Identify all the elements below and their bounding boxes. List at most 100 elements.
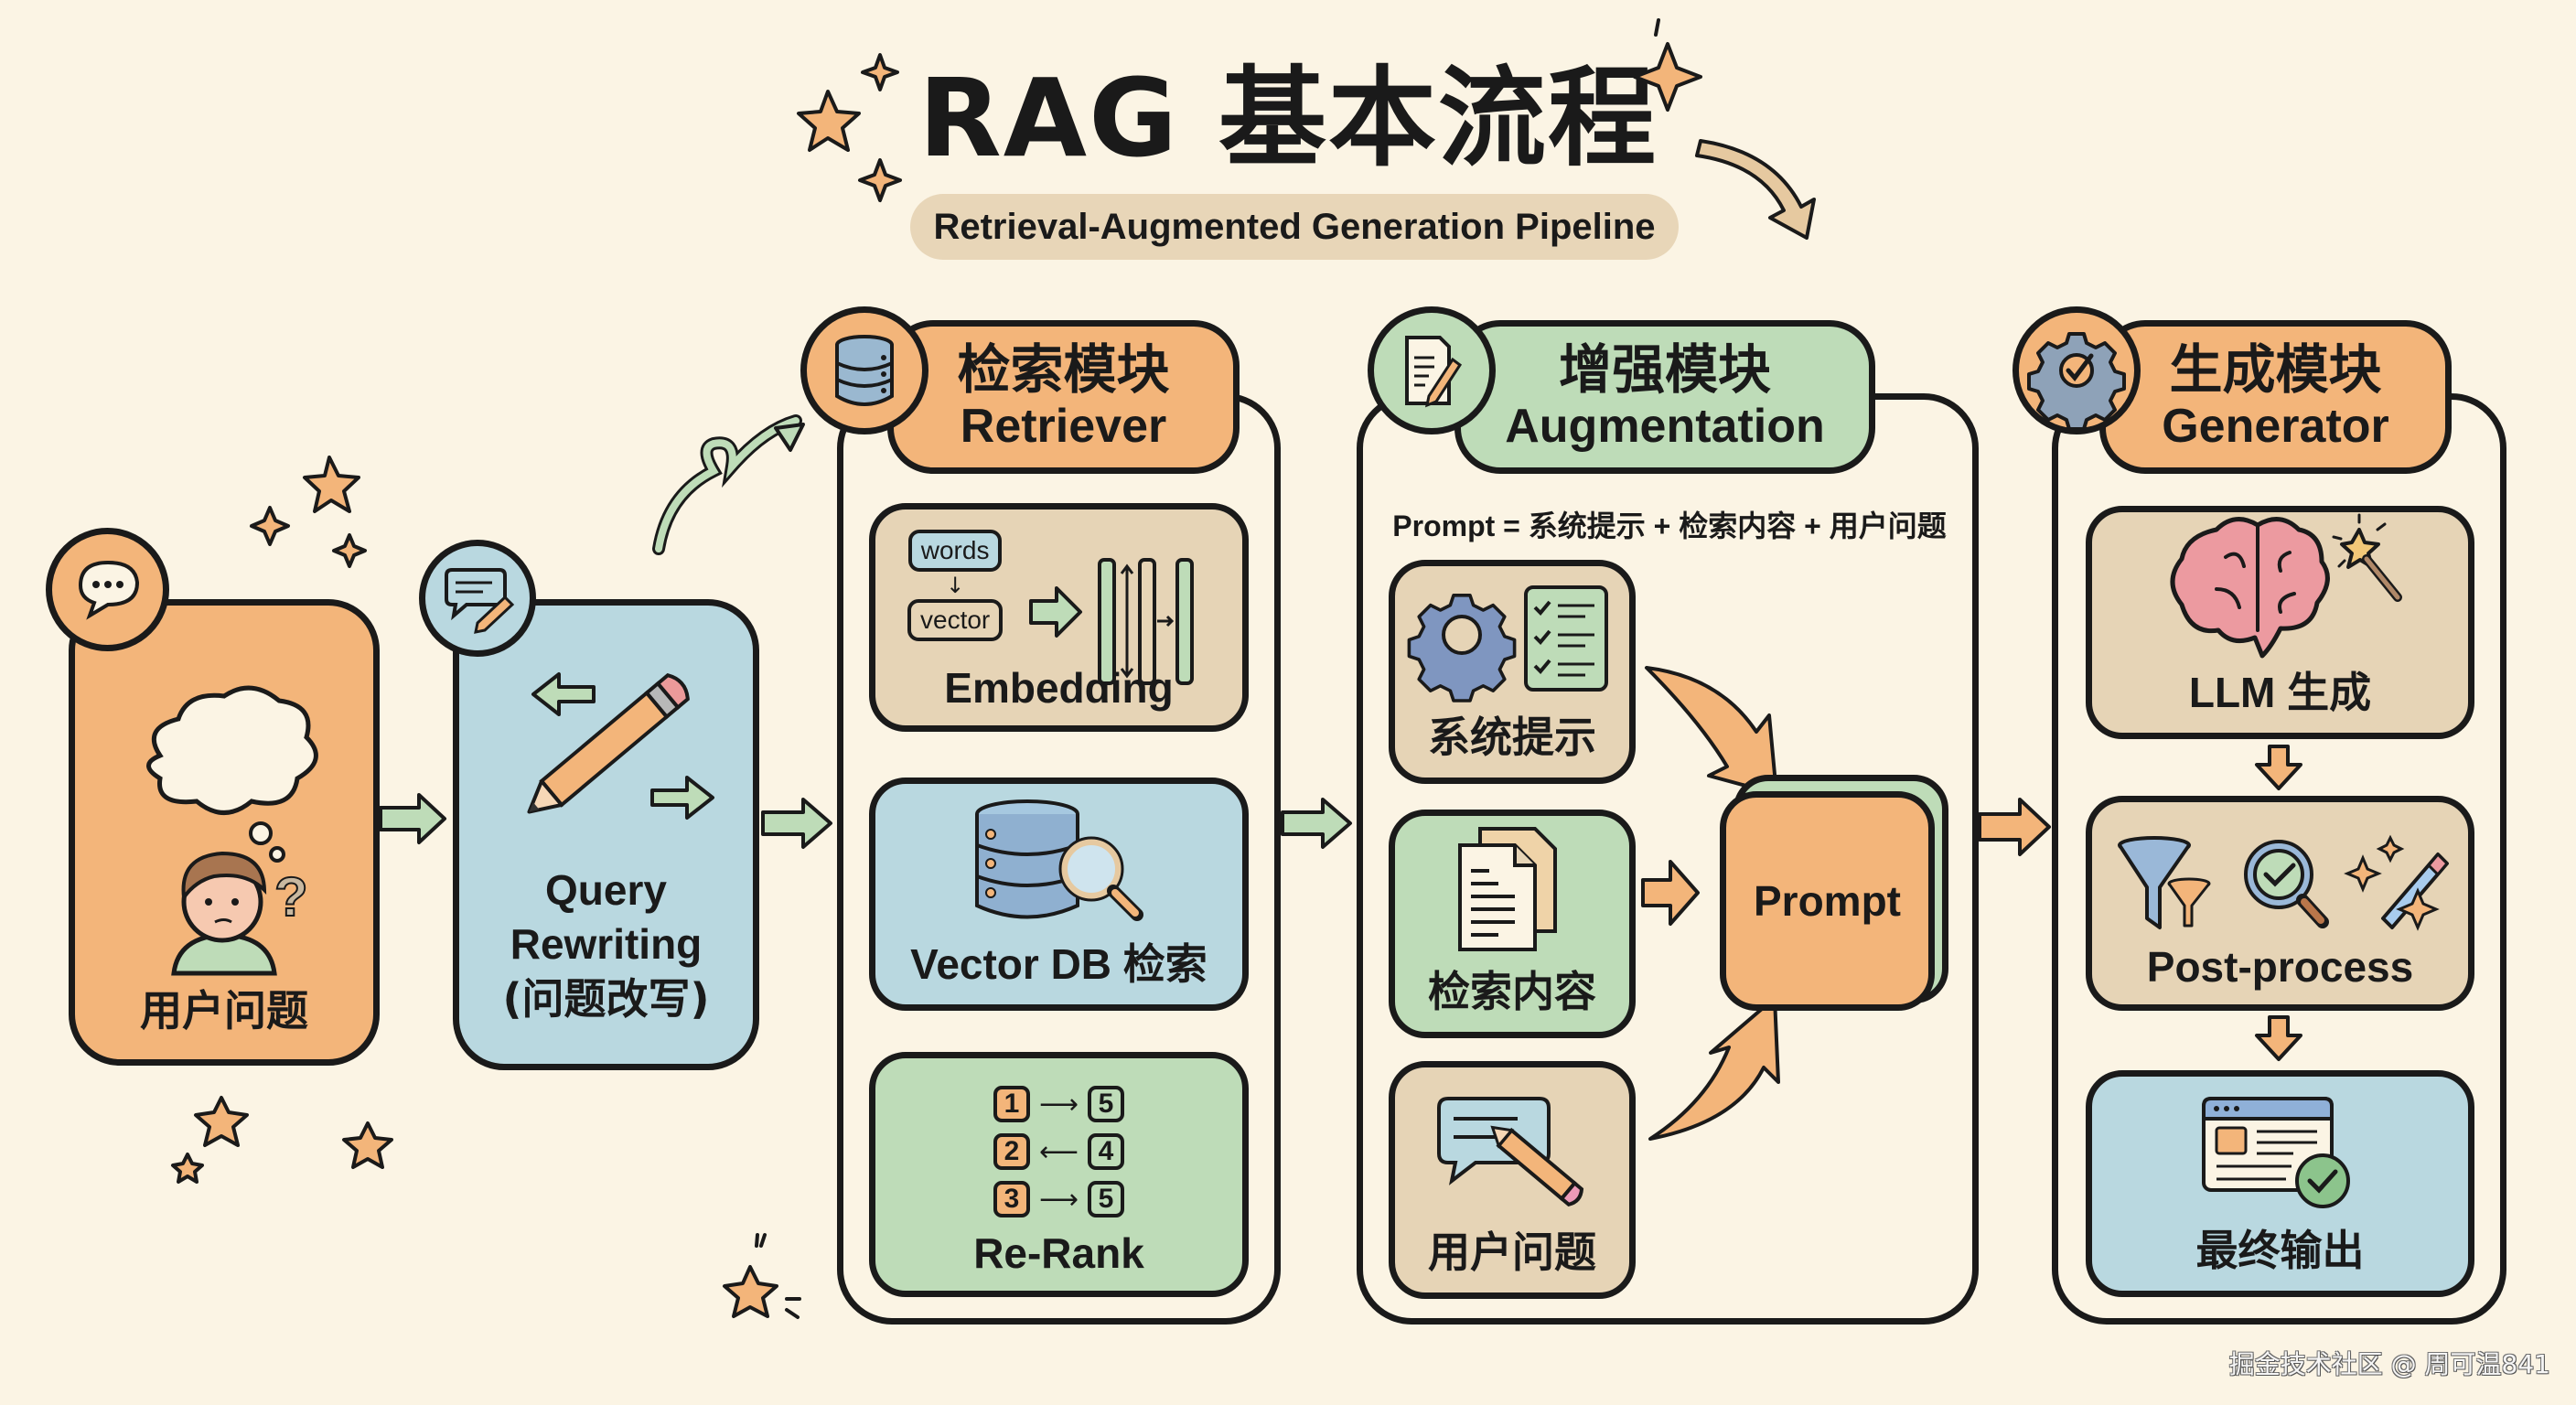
star-icon [723, 1265, 778, 1318]
check-search-icon [2243, 840, 2329, 928]
generator-title-zh: 生成模块 [2169, 338, 2382, 401]
star-icon [194, 1096, 249, 1147]
retriever-title-zh: 检索模块 [957, 338, 1170, 401]
embedding-card[interactable]: words ↓ vector Embedding [869, 503, 1249, 732]
words-to-vector: words ↓ vector [907, 530, 1004, 641]
right-arrow-icon: ⟶ [1038, 1183, 1079, 1216]
chat-edit-icon [445, 568, 515, 634]
chat-edit-badge [419, 540, 536, 657]
user-question-label: 用户问题 [140, 986, 308, 1036]
user-question-input-card[interactable]: 用户问题 [1389, 1061, 1636, 1299]
database-search-icon [974, 799, 1143, 921]
sparkle-icon [332, 533, 367, 568]
down-arrow-icon: ↓ [946, 573, 965, 598]
star-icon [342, 1121, 393, 1169]
query-rewriting-card[interactable]: Query Rewriting (问题改写) [453, 599, 759, 1070]
left-arrow-icon: ⟵ [1038, 1135, 1079, 1168]
prompt-card[interactable]: Prompt [1720, 791, 1935, 1011]
curved-arrow-icon [1648, 996, 1780, 1141]
rerank-list: 1 ⟶ 5 2 ⟵ 4 3 ⟶ 5 [993, 1086, 1124, 1217]
database-badge [800, 306, 928, 434]
settings-checklist-icon [1407, 585, 1608, 702]
query-label: Query [545, 865, 667, 914]
final-output-card[interactable]: 最终输出 [2086, 1070, 2474, 1297]
llm-label: LLM 生成 [2188, 669, 2372, 716]
post-process-icons [2117, 834, 2449, 931]
subtitle-text: Retrieval-Augmented Generation Pipeline [933, 206, 1656, 247]
rank-to: 5 [1088, 1086, 1124, 1122]
message-edit-icon [1437, 1097, 1584, 1207]
augmentation-title-en: Augmentation [1505, 400, 1825, 454]
augmentation-header: 增强模块 Augmentation [1454, 320, 1875, 474]
llm-card[interactable]: LLM 生成 [2086, 506, 2474, 739]
rewriting-label: Rewriting [510, 920, 703, 969]
rerank-row: 2 ⟵ 4 [993, 1133, 1124, 1170]
vector-tag: vector [907, 599, 1004, 641]
rank-from: 2 [993, 1133, 1030, 1170]
rerank-card[interactable]: 1 ⟶ 5 2 ⟵ 4 3 ⟶ 5 Re-Rank [869, 1052, 1249, 1297]
swirl-arrow-icon [652, 414, 802, 555]
generator-title-en: Generator [2162, 400, 2389, 454]
down-arrow-icon [2255, 745, 2302, 790]
svg-text:?: ? [274, 866, 308, 928]
rerank-row: 1 ⟶ 5 [993, 1086, 1124, 1122]
brain-magic-icon [2170, 513, 2402, 659]
sparkle-line [1654, 18, 1660, 37]
system-prompt-card[interactable]: 系统提示 [1389, 560, 1636, 784]
star-icon [303, 456, 360, 513]
post-process-label: Post-process [2146, 943, 2414, 991]
flow-arrow-icon [1281, 798, 1352, 849]
flow-arrow-icon [379, 793, 446, 844]
augmentation-title-zh: 增强模块 [1558, 338, 1771, 401]
retriever-header: 检索模块 Retriever [887, 320, 1240, 474]
user-question-card[interactable]: ? 用户问题 [69, 599, 380, 1066]
page-title: RAG 基本流程 [918, 55, 1658, 181]
curved-arrow-icon [1645, 666, 1778, 796]
rewriting-zh-label: (问题改写) [502, 974, 710, 1024]
rank-to: 5 [1088, 1181, 1124, 1217]
system-prompt-label: 系统提示 [1428, 713, 1596, 761]
vector-db-card[interactable]: Vector DB 检索 [869, 778, 1249, 1011]
embedding-label: Embedding [944, 664, 1174, 712]
sparkle-icon [250, 506, 290, 546]
database-icon [835, 335, 894, 406]
prompt-merge-arrows [1641, 666, 1780, 1141]
final-output-label: 最终输出 [2195, 1227, 2365, 1274]
documents-icon [1458, 827, 1557, 951]
prompt-label: Prompt [1754, 877, 1901, 925]
rank-from: 1 [993, 1086, 1030, 1122]
funnel-icon [2117, 836, 2210, 929]
rank-from: 3 [993, 1181, 1030, 1217]
star-icon [171, 1153, 204, 1184]
vector-embedding-icon [1029, 558, 1194, 685]
speech-bubble-badge [46, 528, 169, 651]
generator-header: 生成模块 Generator [2099, 320, 2452, 474]
sparkle-line [785, 1308, 800, 1319]
straight-arrow-icon [1641, 860, 1700, 926]
rerank-row: 3 ⟶ 5 [993, 1181, 1124, 1217]
watermark: 掘金技术社区 @ 周可温841 [2228, 1349, 2550, 1379]
retrieved-content-card[interactable]: 检索内容 [1389, 810, 1636, 1038]
down-arrow-icon [2255, 1015, 2302, 1061]
pencil-rewrite-icon [526, 671, 714, 820]
flow-arrow-icon [761, 798, 832, 849]
rank-to: 4 [1088, 1133, 1124, 1170]
output-window-icon [2201, 1097, 2350, 1208]
sparkle-line [759, 1233, 767, 1248]
flow-arrow-icon [1978, 798, 2051, 856]
vector-db-label: Vector DB 检索 [910, 940, 1208, 988]
retriever-title-en: Retriever [960, 400, 1167, 454]
rerank-label: Re-Rank [973, 1229, 1144, 1277]
right-arrow-icon: ⟶ [1038, 1088, 1079, 1121]
ruler-sparkle-icon [2343, 834, 2449, 931]
retrieved-content-label: 检索内容 [1428, 968, 1596, 1015]
user-question-input-label: 用户问题 [1428, 1228, 1596, 1276]
prompt-formula: Prompt = 系统提示 + 检索内容 + 用户问题 [1392, 509, 1947, 542]
document-edit-badge [1368, 306, 1496, 434]
subtitle-pill: Retrieval-Augmented Generation Pipeline [910, 194, 1679, 260]
post-process-card[interactable]: Post-process [2086, 796, 2474, 1011]
document-edit-icon [1405, 336, 1463, 408]
speech-bubble-icon [78, 560, 139, 620]
thinking-person-icon: ? [146, 685, 318, 976]
gear-check-icon [2027, 332, 2126, 431]
